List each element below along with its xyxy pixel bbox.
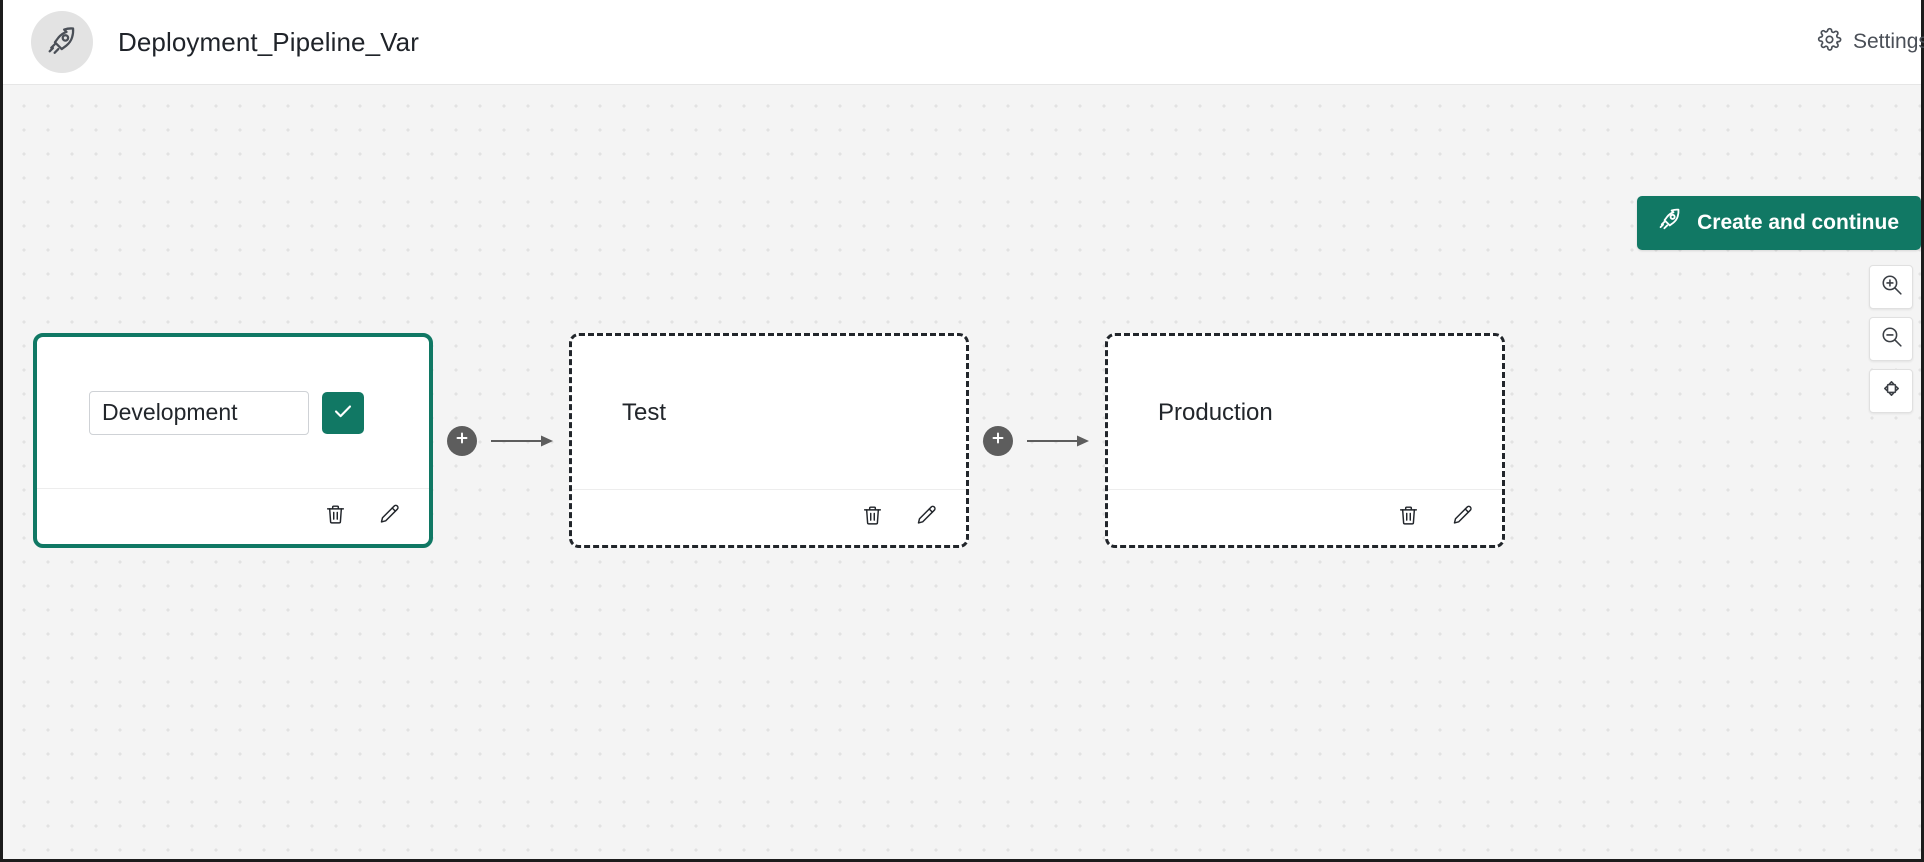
plus-icon [453, 429, 471, 452]
stage-card-production[interactable]: Production [1105, 333, 1505, 548]
gear-icon [1817, 27, 1842, 57]
stage-card-body: Production [1108, 336, 1502, 489]
stage-label: Test [622, 398, 667, 426]
stage-label: Production [1158, 398, 1273, 426]
edit-stage-button[interactable] [1448, 504, 1476, 532]
page-title: Deployment_Pipeline_Var [118, 26, 419, 57]
rocket-icon [31, 11, 93, 73]
stage-card-development[interactable] [33, 333, 433, 548]
check-icon [331, 399, 355, 426]
add-stage-button[interactable] [983, 425, 1013, 456]
stage-card-test[interactable]: Test [569, 333, 969, 548]
delete-stage-button[interactable] [1394, 504, 1422, 532]
stage-card-footer [1108, 489, 1502, 545]
add-stage-button[interactable] [447, 425, 477, 456]
stage-name-editor [89, 390, 364, 435]
stage-card-footer [572, 489, 966, 545]
stage-name-input[interactable] [89, 390, 309, 435]
rocket-icon [1657, 207, 1683, 239]
stage-card-body [37, 337, 429, 488]
stage-card-footer [37, 488, 429, 544]
zoom-out-button[interactable] [1869, 317, 1913, 361]
trash-icon [323, 502, 348, 532]
edit-stage-button[interactable] [912, 504, 940, 532]
fit-to-screen-icon [1879, 376, 1904, 406]
zoom-out-icon [1879, 324, 1904, 354]
stage-connector [969, 425, 1105, 456]
settings-label: Settings [1853, 30, 1924, 53]
app-header: Deployment_Pipeline_Var Settings [3, 0, 1924, 85]
plus-icon [989, 429, 1007, 452]
stage-card-body: Test [572, 336, 966, 489]
stage-connector [433, 425, 569, 456]
pipeline-stage-row: Test [33, 333, 1505, 548]
edit-stage-button[interactable] [375, 503, 403, 531]
zoom-controls [1869, 265, 1913, 413]
fit-to-screen-button[interactable] [1869, 369, 1913, 413]
pipeline-canvas[interactable]: Create and continue [3, 85, 1921, 859]
zoom-in-button[interactable] [1869, 265, 1913, 309]
zoom-in-icon [1879, 272, 1904, 302]
trash-icon [1396, 503, 1421, 533]
pencil-icon [1450, 503, 1475, 533]
trash-icon [860, 503, 885, 533]
delete-stage-button[interactable] [858, 504, 886, 532]
arrow-right-icon [1027, 433, 1091, 449]
arrow-right-icon [491, 433, 555, 449]
settings-button[interactable]: Settings [1817, 27, 1924, 57]
create-and-continue-label: Create and continue [1697, 211, 1899, 234]
pencil-icon [914, 503, 939, 533]
delete-stage-button[interactable] [321, 503, 349, 531]
pencil-icon [377, 502, 402, 532]
create-and-continue-button[interactable]: Create and continue [1637, 196, 1921, 250]
confirm-stage-name-button[interactable] [322, 391, 364, 434]
